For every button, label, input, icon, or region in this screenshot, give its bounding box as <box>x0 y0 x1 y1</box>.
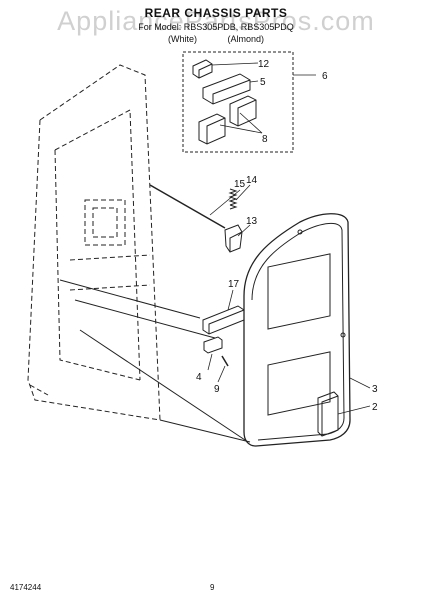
rear-panel-vent-upper <box>267 253 331 330</box>
part-5-bracket <box>202 73 251 105</box>
inset-box <box>182 51 294 153</box>
callout-9: 9 <box>214 384 220 395</box>
callout-12: 12 <box>258 59 270 70</box>
part-14-spring <box>228 188 238 210</box>
part-2-bracket <box>317 391 339 437</box>
rear-panel-hole-a <box>297 229 303 235</box>
callout-8: 8 <box>262 134 268 145</box>
leader-lines <box>207 62 371 415</box>
part-12-clip <box>192 59 213 79</box>
variant-white: (White) <box>167 34 197 44</box>
part-4-switch <box>203 336 223 354</box>
part-17-terminal-block <box>202 305 245 335</box>
variant-almond: (Almond) <box>227 34 265 44</box>
part-15-rod <box>149 184 226 229</box>
assembly-guide-lines <box>59 279 251 443</box>
model-line: For Model: RBS305PDB, RBS305PDQ <box>138 22 294 32</box>
callout-3: 3 <box>372 384 378 395</box>
part-13-latch <box>224 224 243 253</box>
callout-4: 4 <box>196 372 202 383</box>
callout-6: 6 <box>322 71 328 82</box>
rear-panel-vent-lower <box>267 351 331 416</box>
document-number: 4174244 <box>10 583 42 592</box>
callout-14: 14 <box>246 175 258 186</box>
part-3-rear-panel <box>243 213 351 447</box>
callout-5: 5 <box>260 77 266 88</box>
color-variants: (White) (Almond) <box>0 34 432 44</box>
rear-panel-hole-b <box>340 332 346 338</box>
callout-2: 2 <box>372 402 378 413</box>
callout-13: 13 <box>246 216 258 227</box>
part-8-bracket-b <box>198 113 226 145</box>
part-9-screw <box>221 355 229 367</box>
part-8-bracket-a <box>229 95 257 127</box>
callout-17: 17 <box>228 279 240 290</box>
callout-15: 15 <box>234 179 246 190</box>
page-title: REAR CHASSIS PARTS <box>144 6 288 20</box>
page-number: 9 <box>210 583 215 592</box>
oven-cavity-outline <box>27 64 161 421</box>
